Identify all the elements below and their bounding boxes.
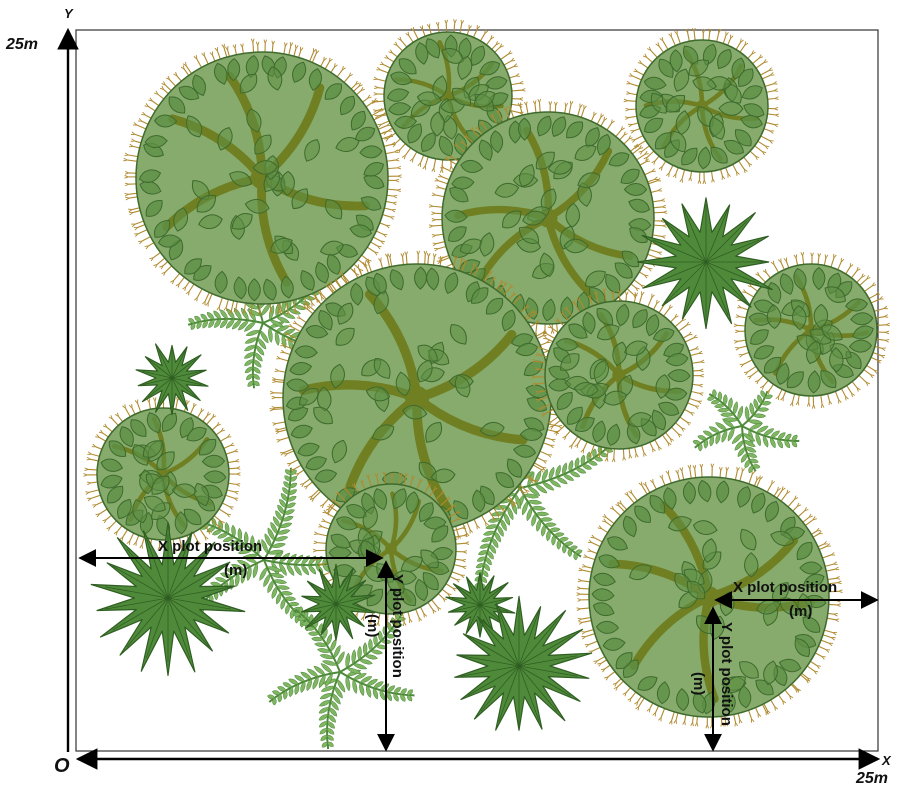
right-y-unit-label: (m) (690, 672, 707, 695)
tree-canopy-icon (577, 464, 843, 729)
right-x-position-label: X plot position (733, 579, 837, 596)
x-axis-label: X (881, 753, 892, 768)
star-palm-icon (136, 344, 208, 415)
right-x-unit-label: (m) (789, 603, 812, 620)
tree-canopy-icon (734, 252, 890, 409)
left-x-unit-label: (m) (224, 562, 247, 579)
left-y-unit-label: (m) (364, 614, 381, 637)
origin-label: O (54, 755, 70, 777)
x-max-label: 25m (855, 770, 888, 787)
y-axis-label: Y (64, 6, 74, 21)
tree-canopy-icon (123, 39, 401, 316)
left-x-position-label: X plot position (158, 538, 262, 555)
y-max-label: 25m (5, 36, 38, 53)
fern-frond-icon (692, 389, 799, 473)
left-y-position-label: Y plot position (389, 574, 406, 678)
right-y-position-label: Y plot position (718, 622, 735, 726)
